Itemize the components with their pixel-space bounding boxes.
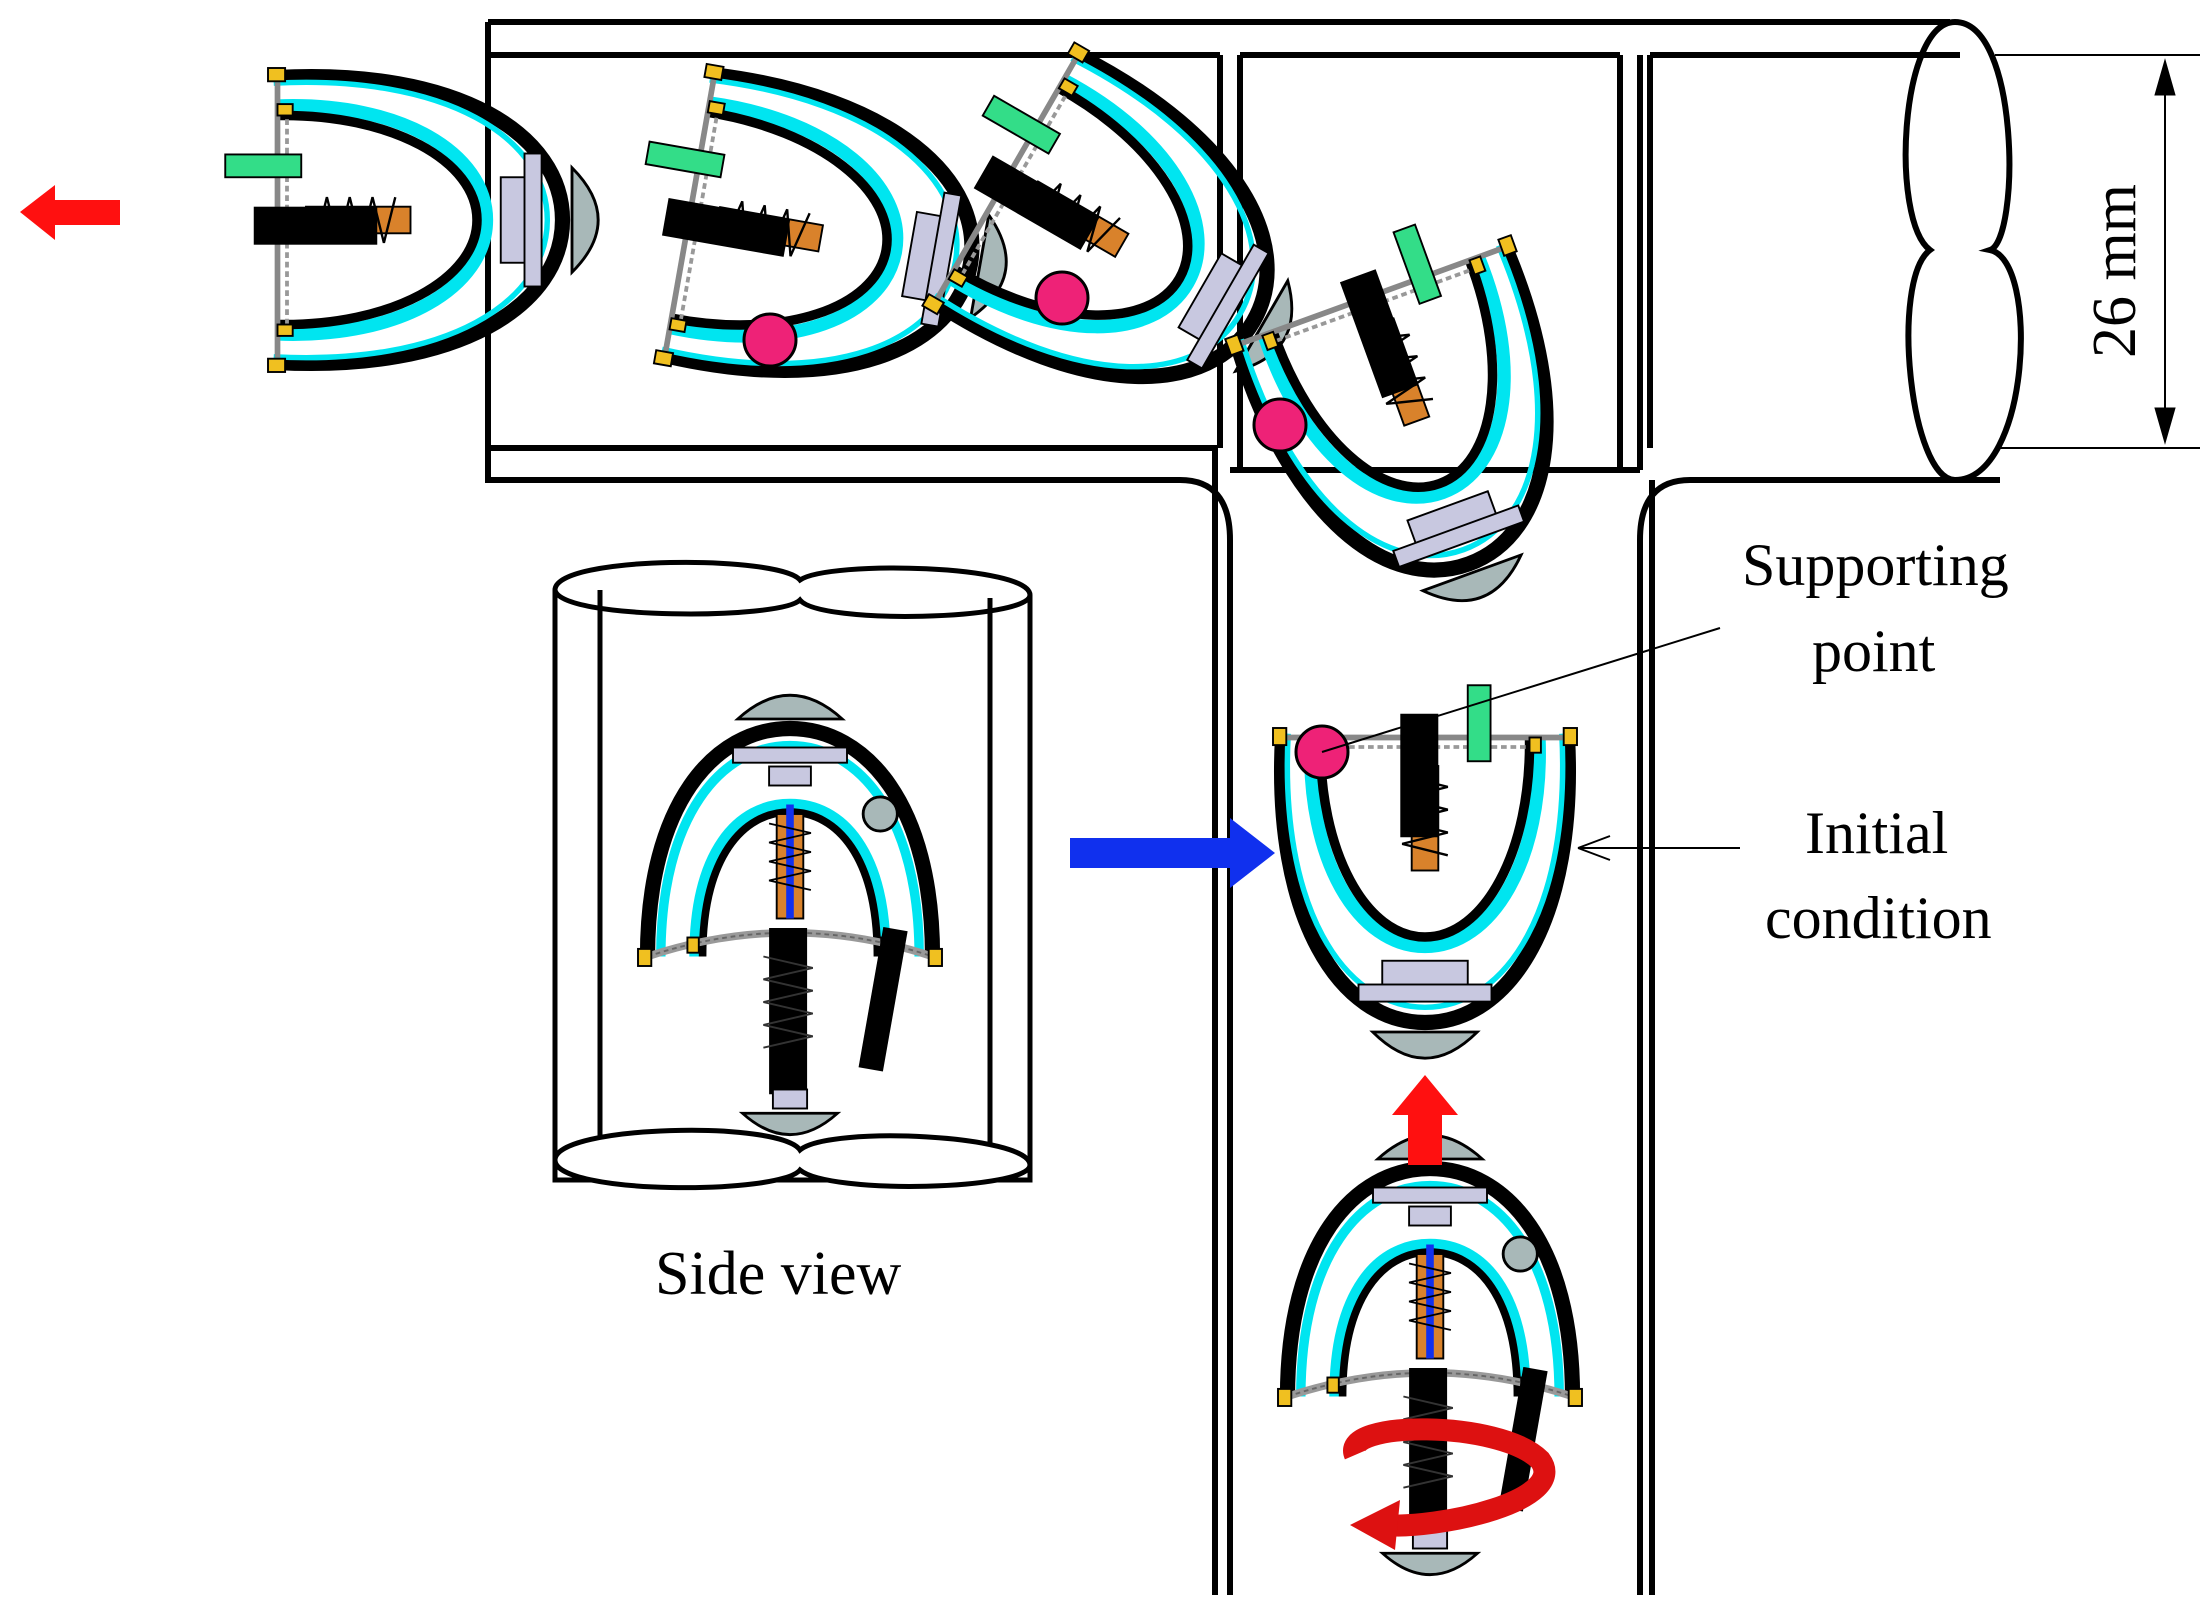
- contact-point-icon: [742, 312, 798, 368]
- up-arrow-icon: [1392, 1075, 1458, 1165]
- left-arrow-icon: [20, 185, 120, 240]
- robot-exit: [225, 68, 598, 372]
- dimension-label: 26 mm: [2081, 184, 2149, 358]
- initial-condition-label-1: Initial: [1805, 800, 1949, 866]
- contact-point-icon: [1252, 397, 1308, 453]
- rotation-arrow-icon: [1343, 1418, 1556, 1550]
- callout-lines: [1321, 627, 1740, 861]
- initial-condition-label-2: condition: [1765, 885, 1992, 951]
- dimension-indicator: [1995, 54, 2200, 449]
- t-junction-pipe: [485, 18, 2024, 1595]
- side-view-label: Side view: [655, 1240, 902, 1308]
- supporting-point-markers: [742, 270, 1350, 780]
- right-arrow-icon: [1070, 818, 1275, 888]
- robot-bottom: [1278, 1135, 1582, 1574]
- contact-point-icon: [1034, 270, 1090, 326]
- supporting-point-label-1: Supporting: [1742, 532, 2009, 598]
- supporting-point-label-2: point: [1812, 618, 1936, 684]
